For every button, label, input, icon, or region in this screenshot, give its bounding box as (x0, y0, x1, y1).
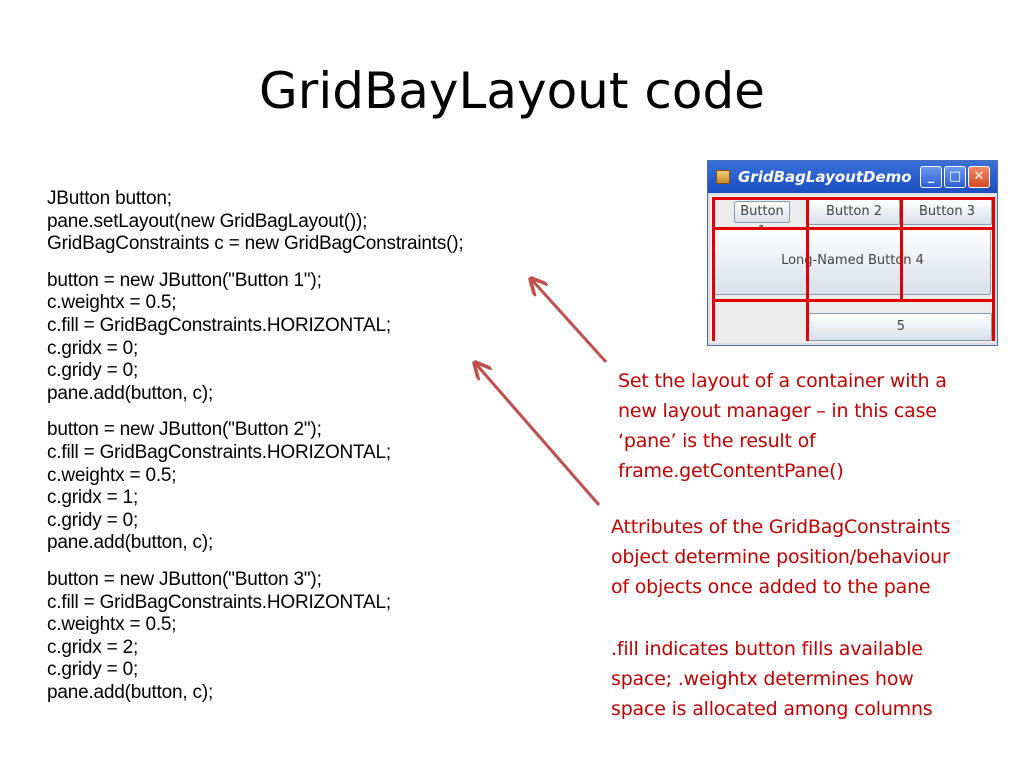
code-block: JButton button;pane.setLayout(new GridBa… (47, 188, 464, 256)
window-title: GridBagLayoutDemo (738, 168, 912, 186)
code-line: pane.setLayout(new GridBagLayout()); (47, 210, 368, 232)
button-1[interactable]: Button 1 (734, 201, 790, 239)
code-line: GridBagConstraints c = new GridBagConstr… (47, 233, 464, 255)
code-line: button = new JButton("Button 1"); (47, 269, 322, 291)
note-line: .fill indicates button fills available (611, 638, 923, 660)
grid-line (712, 227, 995, 230)
grid-line (712, 197, 995, 200)
code-block: button = new JButton("Button 3");c.fill … (47, 569, 464, 705)
maximize-button[interactable]: □ (944, 166, 966, 188)
arrow-to-constraints (476, 364, 601, 506)
button-2[interactable]: Button 2 (808, 199, 900, 225)
code-line: c.gridx = 1; (47, 487, 139, 509)
code-block: button = new JButton("Button 2");c.fill … (47, 419, 464, 555)
note-line: frame.getContentPane() (618, 460, 844, 482)
button-3[interactable]: Button 3 (902, 199, 992, 225)
window-titlebar: GridBagLayoutDemo _ □ ✕ (708, 161, 997, 193)
note-line: Set the layout of a container with a (618, 370, 947, 392)
java-cup-icon (716, 170, 730, 184)
minimize-button[interactable]: _ (920, 166, 942, 188)
code-line: c.weightx = 0.5; (47, 292, 177, 314)
note-line: ‘pane’ is the result of (618, 430, 816, 452)
code-line: c.gridy = 0; (47, 360, 139, 382)
code-block: button = new JButton("Button 1");c.weigh… (47, 270, 464, 406)
code-line: c.gridy = 0; (47, 659, 139, 681)
code-line: c.weightx = 0.5; (47, 464, 177, 486)
grid-line (900, 197, 903, 302)
note-line: of objects once added to the pane (611, 576, 931, 598)
close-button[interactable]: ✕ (968, 166, 990, 188)
button-4[interactable]: Long-Named Button 4 (714, 227, 991, 295)
grid-line (806, 197, 809, 341)
button-5[interactable]: 5 (808, 313, 992, 341)
grid-line (712, 197, 715, 341)
code-listing: JButton button;pane.setLayout(new GridBa… (47, 188, 464, 718)
code-line: c.gridy = 0; (47, 509, 139, 531)
code-line: c.gridx = 0; (47, 337, 139, 359)
code-line: c.fill = GridBagConstraints.HORIZONTAL; (47, 314, 391, 336)
code-line: JButton button; (47, 188, 172, 209)
code-line: button = new JButton("Button 2"); (47, 419, 322, 441)
arrow-to-setlayout (532, 280, 608, 364)
code-line: pane.add(button, c); (47, 382, 214, 404)
gridbag-demo-window: GridBagLayoutDemo _ □ ✕ Button 1 Button … (707, 160, 998, 346)
note-line: object determine position/behaviour (611, 546, 950, 568)
note-line: space is allocated among columns (611, 698, 933, 720)
code-line: pane.add(button, c); (47, 681, 214, 703)
code-line: c.weightx = 0.5; (47, 614, 177, 636)
grid-line (712, 299, 995, 302)
layout-note: Set the layout of a container with a new … (618, 366, 947, 486)
code-line: c.fill = GridBagConstraints.HORIZONTAL; (47, 591, 391, 613)
note-line: new layout manager – in this case (618, 400, 937, 422)
code-line: button = new JButton("Button 3"); (47, 568, 322, 590)
window-content: Button 1 Button 2 Button 3 Long-Named Bu… (710, 195, 995, 343)
note-line: Attributes of the GridBagConstraints (611, 516, 951, 538)
code-line: c.gridx = 2; (47, 636, 139, 658)
fill-note: .fill indicates button fills available sp… (611, 634, 933, 724)
note-line: space; .weightx determines how (611, 668, 914, 690)
page-title: GridBayLayout code (259, 62, 765, 120)
code-line: pane.add(button, c); (47, 532, 214, 554)
constraints-note: Attributes of the GridBagConstraints obje… (611, 512, 950, 602)
code-line: c.fill = GridBagConstraints.HORIZONTAL; (47, 441, 391, 463)
grid-line (992, 197, 995, 341)
